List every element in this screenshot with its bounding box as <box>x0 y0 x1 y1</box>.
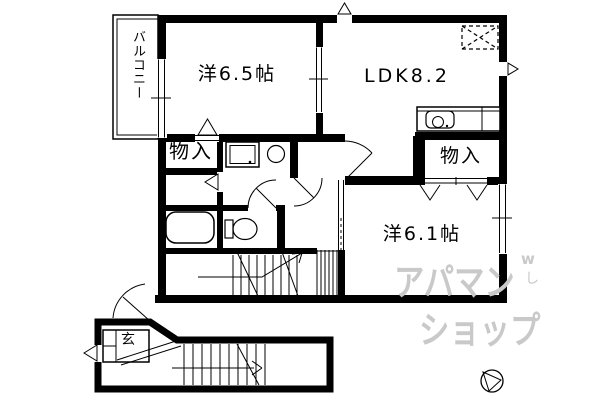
wall-left-upper <box>158 15 166 60</box>
door-washroom <box>293 177 323 207</box>
wall-right-a <box>499 15 507 63</box>
wall-nook-bottom <box>345 176 425 185</box>
wall-partition2-lower <box>338 250 345 295</box>
front-door <box>112 283 151 322</box>
door-sliding-bedroom2 <box>338 180 344 250</box>
windows <box>151 47 512 254</box>
entrance-structure <box>83 283 334 393</box>
wall-under-bedroom1-b <box>218 134 345 142</box>
watermark-line2: ショップ <box>419 309 541 352</box>
wall-closet-west-bottom <box>163 168 217 175</box>
side-door-icon <box>83 344 98 362</box>
window-balcony <box>151 59 171 138</box>
bedroom1-label: 洋6.5帖 <box>197 63 277 85</box>
entrance-label: 玄 <box>121 332 135 348</box>
vent-right-icon <box>499 62 519 76</box>
wall-under-kitchen <box>415 132 507 140</box>
wall-right-c <box>499 253 507 303</box>
doors <box>195 118 488 250</box>
unit-walls <box>155 15 507 303</box>
genkan-box <box>102 329 182 366</box>
watermark-line1: アパマン <box>394 261 515 304</box>
watermark-mark2: し <box>525 271 539 287</box>
toilet-icon <box>224 217 258 241</box>
wall-stairs-top <box>158 248 317 254</box>
door-ldk <box>344 140 373 181</box>
washing-machine-icon <box>225 141 260 168</box>
wall-closet-east-left <box>413 136 425 185</box>
wall-partition1-upper <box>316 23 323 48</box>
entrance-walls <box>94 318 334 393</box>
watermark-mark1: w <box>521 250 535 268</box>
wall-closet-west-right-b <box>217 192 223 248</box>
wall-left-lower <box>158 137 166 303</box>
wall-closet-east-right <box>487 177 507 185</box>
door-toilet <box>247 179 277 209</box>
wall-under-bedroom1-a <box>166 134 196 142</box>
wall-closet-west-right-a <box>217 134 223 172</box>
interior-stairs <box>198 250 344 297</box>
exterior-stairs <box>172 343 266 386</box>
wall-right-b <box>499 75 507 185</box>
bedroom2-label: 洋6.1帖 <box>382 223 462 245</box>
washbasin-icon <box>266 144 286 164</box>
door-washroom-side-icon <box>204 172 223 192</box>
stairs-arrow <box>198 252 303 278</box>
window-bedroom2 <box>492 184 512 254</box>
compass-icon <box>480 369 504 393</box>
door-closet-west-icon <box>195 118 219 142</box>
kitchen-counter-icon <box>416 106 501 132</box>
wall-partition1-lower <box>316 112 323 142</box>
wall-top <box>158 15 507 23</box>
wall-toilet-right <box>277 206 285 248</box>
vent-top-icon <box>337 2 352 23</box>
closet-east-label: 物入 <box>439 145 482 167</box>
door-closet-east-bifold <box>419 177 488 201</box>
bathtub-icon <box>165 211 215 244</box>
skylight-icon <box>461 25 499 50</box>
ldk-label: LDK8.2 <box>364 65 450 87</box>
wall-bath-top <box>166 205 223 211</box>
vents <box>337 2 519 76</box>
closet-west-label: 物入 <box>169 139 213 163</box>
window-partition <box>309 47 328 113</box>
wall-toilet-top-a <box>223 205 248 211</box>
balcony-label: バルコニー <box>130 30 145 100</box>
wall-washroom-right <box>290 134 298 178</box>
wall-bottom <box>155 295 507 303</box>
kitchen-sink-icon <box>425 110 455 129</box>
